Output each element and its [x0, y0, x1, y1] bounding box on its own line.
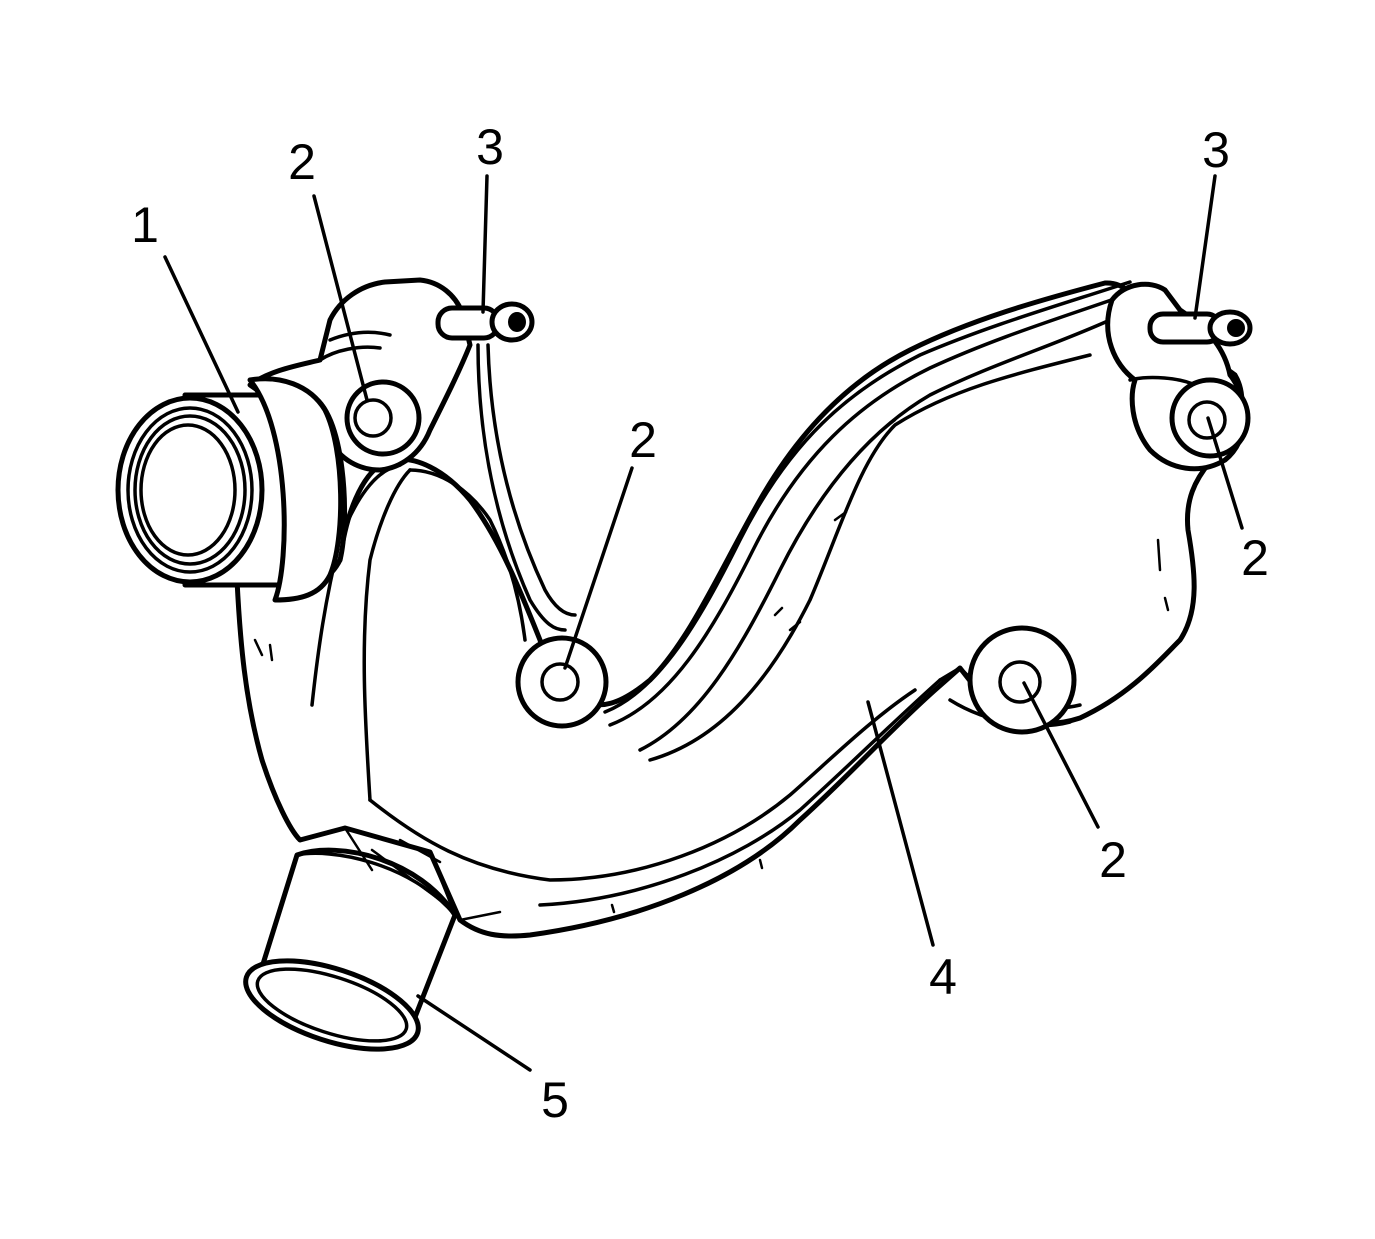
port-1-collar: [247, 376, 344, 603]
leader-3b: [1193, 174, 1217, 320]
port-5: [243, 847, 458, 1052]
leader-4: [866, 700, 935, 947]
leader-2a: [312, 194, 369, 402]
nipple-left: [435, 301, 535, 343]
upper-arm-rail-inner: [638, 318, 1112, 752]
port-5-mouth-inner: [255, 967, 409, 1043]
bolt-hole-center: [515, 635, 609, 729]
leader-1: [163, 255, 240, 414]
manifold-part-drawing: [115, 277, 1253, 1052]
callout-5: 5: [541, 1072, 569, 1128]
lower-sweep-edge: [538, 678, 942, 907]
nipple-right: [1147, 309, 1253, 347]
bolt-hole-left: [344, 379, 422, 457]
outlet-ribs: [343, 826, 502, 922]
callout-3a: 3: [476, 119, 504, 175]
callout-2b: 2: [629, 412, 657, 468]
left-bracket-fold: [318, 330, 392, 362]
lower-sweep-inner: [368, 688, 917, 882]
bolt-hole-right: [1169, 377, 1251, 459]
callout-2d: 2: [1099, 832, 1127, 888]
bolt-hole-lower-right: [967, 625, 1077, 735]
leader-3a: [481, 174, 489, 314]
upper-arm-rail-outer: [603, 280, 1132, 714]
leader-2b: [563, 466, 634, 670]
callout-2c: 2: [1241, 530, 1269, 586]
callout-leaders: [163, 174, 1244, 1072]
port-5-mouth-outer: [243, 958, 421, 1052]
port-1: [115, 376, 348, 603]
callout-3b: 3: [1202, 122, 1230, 178]
leader-5: [416, 994, 532, 1072]
tube-left-outer: [476, 343, 567, 632]
callout-4: 4: [929, 949, 957, 1005]
callout-1: 1: [131, 197, 159, 253]
runner-wall-cross: [408, 468, 527, 642]
callout-labels: 1 2 3 3 2 2 2 4 5: [131, 119, 1269, 1128]
upper-arm-rail-floor: [648, 353, 1092, 762]
port-1-rim-mid: [126, 406, 254, 574]
upper-arm-rail-mid: [608, 295, 1122, 727]
surface-ticks: [253, 418, 1170, 914]
port-1-bore: [139, 423, 237, 557]
port-1-rim-inner: [133, 414, 247, 566]
callout-2a: 2: [288, 134, 316, 190]
runner-wall-right: [362, 468, 412, 802]
leader-2c: [1206, 416, 1244, 530]
leader-2d: [1022, 681, 1100, 829]
tube-left-inner: [486, 343, 577, 617]
